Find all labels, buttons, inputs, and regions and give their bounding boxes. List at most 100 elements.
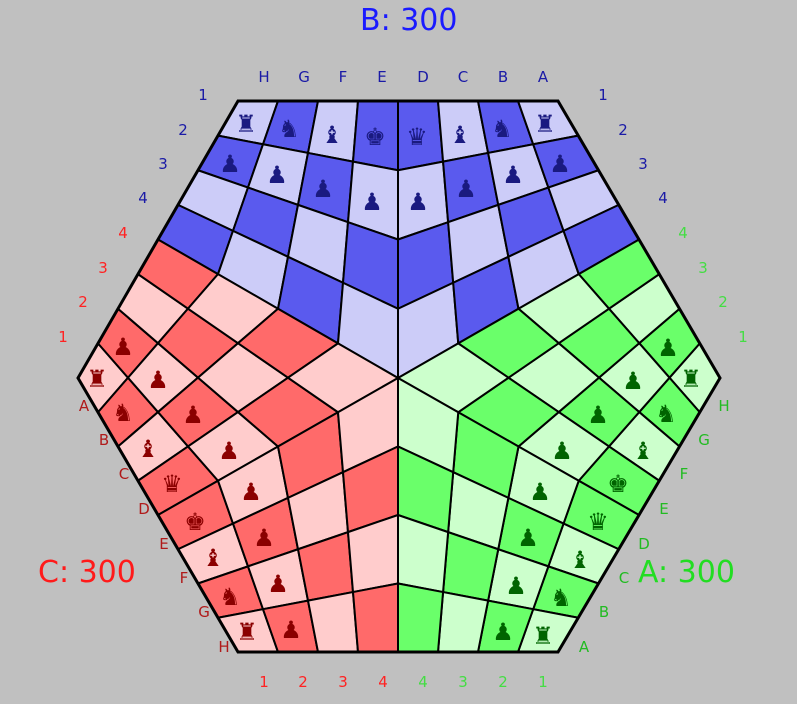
coord-label-c-file: E (159, 535, 169, 553)
green-piece[interactable]: ♞ (550, 584, 572, 612)
red-pawn[interactable]: ♟ (147, 366, 169, 394)
red-pawn[interactable]: ♟ (253, 524, 275, 552)
coord-label-b-rank: 1 (198, 86, 208, 104)
blue-pawn[interactable]: ♟ (407, 188, 429, 216)
green-pawn[interactable]: ♟ (517, 524, 539, 552)
red-pawn[interactable]: ♟ (112, 333, 134, 361)
green-pawn[interactable]: ♟ (492, 618, 514, 646)
green-piece[interactable]: ♞ (655, 400, 677, 428)
coord-label-c-file: F (179, 569, 189, 587)
blue-pawn[interactable]: ♟ (312, 175, 334, 203)
coord-label-c-file: C (118, 465, 130, 483)
coord-label-a-file: E (659, 500, 669, 518)
blue-pawn[interactable]: ♟ (219, 150, 241, 178)
red-square[interactable] (351, 582, 399, 653)
coord-label-a-rank: 4 (678, 224, 688, 242)
red-piece[interactable]: ♝ (202, 544, 224, 572)
coord-label-a-file: F (679, 465, 689, 483)
coord-label-b-file: D (417, 68, 429, 86)
coord-label-c-rank: 3 (338, 673, 348, 691)
red-pawn[interactable]: ♟ (218, 437, 240, 465)
blue-pawn[interactable]: ♟ (455, 175, 477, 203)
red-piece[interactable]: ♜ (236, 618, 258, 646)
coord-label-a-file: A (578, 638, 590, 656)
green-pawn[interactable]: ♟ (529, 478, 551, 506)
coord-label-a-file: B (598, 603, 610, 621)
coord-label-c-file: H (218, 638, 230, 656)
green-piece[interactable]: ♜ (680, 365, 702, 393)
coord-label-b-file: F (338, 68, 348, 86)
red-piece[interactable]: ♝ (137, 435, 159, 463)
coord-label-b-rank: 1 (598, 86, 608, 104)
coord-label-c-rank: 4 (118, 224, 128, 242)
coord-label-c-rank: 1 (58, 328, 68, 346)
blue-pawn[interactable]: ♟ (549, 150, 571, 178)
coord-label-c-rank: 2 (78, 293, 88, 311)
coord-label-b-rank: 4 (138, 189, 148, 207)
green-piece[interactable]: ♜ (532, 622, 554, 650)
blue-piece[interactable]: ♞ (278, 115, 300, 143)
coord-label-a-rank: 1 (738, 328, 748, 346)
green-square[interactable] (436, 590, 490, 653)
coord-label-b-file: A (537, 68, 549, 86)
coord-label-b-file: E (377, 68, 387, 86)
coord-label-c-rank: 1 (259, 673, 269, 691)
coord-label-a-file: C (618, 569, 630, 587)
red-pawn[interactable]: ♟ (280, 616, 302, 644)
coord-label-a-rank: 2 (718, 293, 728, 311)
player-c-score: C: 300 (38, 555, 136, 590)
coord-label-c-rank: 3 (98, 259, 108, 277)
red-piece[interactable]: ♞ (112, 399, 134, 427)
coord-label-a-rank: 4 (418, 673, 428, 691)
coord-label-c-file: A (78, 397, 90, 415)
coord-label-c-rank: 2 (298, 673, 308, 691)
coord-label-c-file: B (98, 431, 110, 449)
blue-piece[interactable]: ♚ (364, 123, 386, 151)
coord-label-b-rank: 2 (178, 121, 188, 139)
blue-pawn[interactable]: ♟ (361, 188, 383, 216)
green-piece[interactable]: ♝ (632, 437, 654, 465)
coord-label-a-rank: 3 (698, 259, 708, 277)
blue-piece[interactable]: ♞ (491, 115, 513, 143)
blue-piece[interactable]: ♛ (406, 123, 428, 151)
green-piece[interactable]: ♚ (607, 470, 629, 498)
green-piece[interactable]: ♝ (569, 546, 591, 574)
blue-piece[interactable]: ♜ (534, 110, 556, 138)
green-pawn[interactable]: ♟ (551, 437, 573, 465)
red-pawn[interactable]: ♟ (267, 570, 289, 598)
red-piece[interactable]: ♛ (161, 470, 183, 498)
red-piece[interactable]: ♜ (86, 365, 108, 393)
red-square[interactable] (306, 590, 360, 653)
coord-label-a-rank: 3 (458, 673, 468, 691)
coord-label-b-file: B (497, 68, 509, 86)
coord-label-a-rank: 1 (538, 673, 548, 691)
green-square[interactable] (397, 582, 445, 653)
green-pawn[interactable]: ♟ (622, 367, 644, 395)
red-piece[interactable]: ♚ (184, 508, 206, 536)
board-outline (76, 99, 722, 654)
coord-label-a-rank: 2 (498, 673, 508, 691)
green-pawn[interactable]: ♟ (505, 572, 527, 600)
coord-label-b-rank: 3 (638, 155, 648, 173)
coord-label-c-file: D (138, 500, 150, 518)
red-pawn[interactable]: ♟ (240, 478, 262, 506)
coord-label-b-file: H (258, 68, 270, 86)
coord-label-b-file: C (457, 68, 469, 86)
coord-label-c-rank: 4 (378, 673, 388, 691)
player-b-score: B: 300 (360, 3, 458, 38)
green-pawn[interactable]: ♟ (657, 334, 679, 362)
blue-pawn[interactable]: ♟ (266, 161, 288, 189)
green-pawn[interactable]: ♟ (587, 401, 609, 429)
green-piece[interactable]: ♛ (587, 508, 609, 536)
coord-label-b-rank: 4 (658, 189, 668, 207)
coord-label-b-rank: 2 (618, 121, 628, 139)
blue-pawn[interactable]: ♟ (502, 161, 524, 189)
red-piece[interactable]: ♞ (219, 583, 241, 611)
blue-piece[interactable]: ♝ (321, 121, 343, 149)
blue-piece[interactable]: ♜ (235, 110, 257, 138)
blue-piece[interactable]: ♝ (449, 121, 471, 149)
coord-label-b-file: G (298, 68, 310, 86)
red-pawn[interactable]: ♟ (182, 401, 204, 429)
player-a-score: A: 300 (638, 555, 735, 590)
